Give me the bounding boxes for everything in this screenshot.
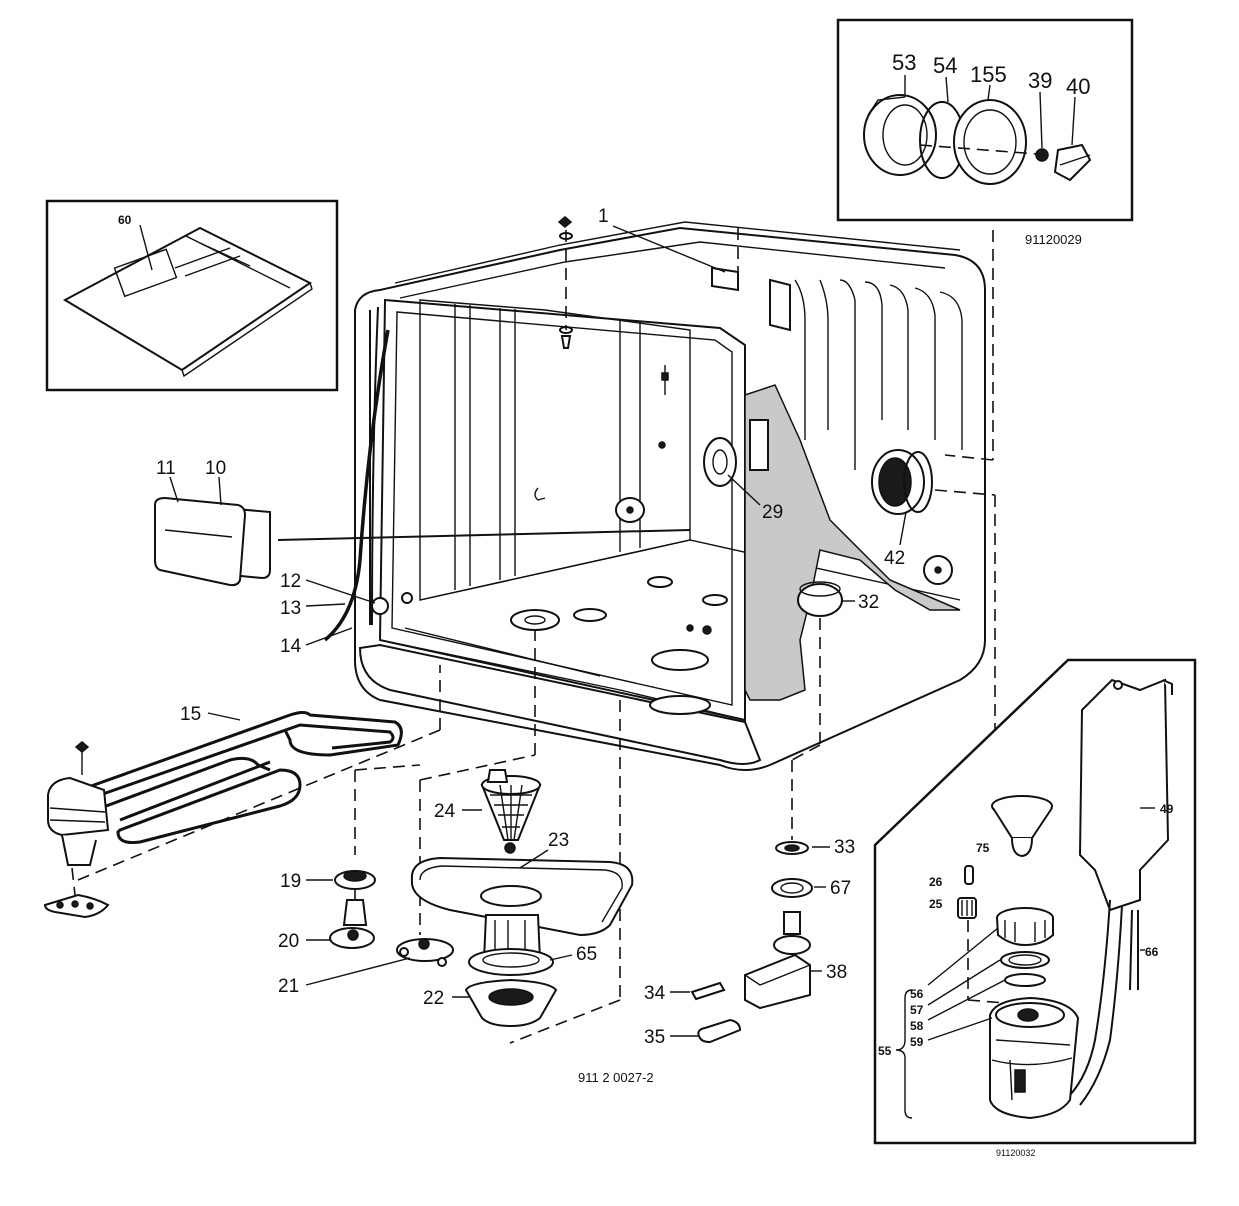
- label-39: 39: [1028, 68, 1052, 93]
- label-54: 54: [933, 53, 957, 78]
- label-35: 35: [644, 1027, 665, 1048]
- door-seal-inset: 53 54 155 39 40 91120029: [836, 18, 1134, 247]
- pin-34: [690, 981, 726, 1001]
- bracket-40: [1053, 143, 1092, 182]
- leader-40: [1071, 96, 1076, 146]
- label-10: 10: [205, 458, 226, 479]
- label-75: 75: [976, 841, 990, 855]
- label-33: 33: [834, 837, 855, 858]
- label-21: 21: [278, 976, 299, 997]
- dishwasher-tub: [354, 216, 986, 771]
- label-56: 56: [910, 987, 924, 1001]
- label-57: 57: [910, 1003, 924, 1017]
- washer-33: [775, 841, 809, 855]
- leader-54: [945, 76, 949, 103]
- door-panel-10-11: 11 10: [154, 458, 691, 587]
- label-13: 13: [280, 598, 301, 619]
- label-14: 14: [280, 636, 302, 657]
- leader-56: [927, 927, 999, 986]
- filter-plate-23: [410, 856, 634, 937]
- label-42: 42: [884, 548, 905, 569]
- label-25: 25: [929, 897, 943, 911]
- dash-heater-tub: [77, 729, 441, 881]
- leader-58: [927, 979, 1006, 1021]
- sump-housing-22-65: [464, 914, 558, 1028]
- dispenser-cover-49: [1078, 678, 1173, 912]
- leader-155: [987, 84, 991, 101]
- label-29: 29: [762, 502, 783, 523]
- leader-1: [612, 225, 726, 273]
- label-66: 66: [1145, 945, 1159, 959]
- dispenser-inset-code: 91120032: [996, 1148, 1035, 1158]
- cap-56: [996, 907, 1054, 947]
- label-1: 1: [598, 206, 609, 227]
- label-53: 53: [892, 50, 916, 75]
- leader-39: [1039, 91, 1043, 149]
- leader-42: [899, 511, 907, 546]
- leader-door-panel: [277, 529, 691, 541]
- filter-basket-24: [480, 769, 542, 854]
- label-49: 49: [1160, 802, 1174, 816]
- label-38: 38: [826, 962, 847, 983]
- label-26: 26: [929, 875, 943, 889]
- label-55: 55: [878, 1044, 892, 1058]
- valve-38: [744, 911, 811, 1010]
- dispenser-body-59: [989, 996, 1080, 1120]
- label-19: 19: [280, 871, 301, 892]
- label-60: 60: [118, 213, 132, 227]
- leader-60: [139, 224, 153, 271]
- hoses-66: [1069, 899, 1139, 1106]
- gasket-57: [1000, 951, 1050, 969]
- funnel-75: [991, 795, 1053, 858]
- sensor-21: [396, 938, 454, 967]
- sump-opening: [510, 609, 560, 631]
- main-diagram-code: 911 2 0027-2: [578, 1070, 654, 1085]
- nut-25: [957, 897, 977, 919]
- screw-top: [557, 216, 573, 228]
- label-40: 40: [1066, 74, 1090, 99]
- label-23: 23: [548, 830, 569, 851]
- dispenser-inset: 49 75 26 25 66 56 57 58 59 55 91120032: [873, 658, 1197, 1158]
- panel-11: [154, 496, 247, 587]
- leader-57: [927, 959, 1001, 1006]
- tube-26: [964, 865, 974, 885]
- grommet-19: [334, 870, 376, 890]
- label-12: 12: [280, 571, 301, 592]
- seal-axis-line: [919, 144, 1051, 156]
- manual-booklet: [62, 226, 313, 378]
- door-gasket-strip: 12 13 14: [280, 329, 390, 657]
- label-11: 11: [156, 458, 176, 479]
- thermostat-20: [329, 890, 375, 949]
- leader-29: [727, 474, 761, 506]
- door-seal-inset-code: 91120029: [1025, 232, 1082, 247]
- label-59: 59: [910, 1035, 924, 1049]
- label-15: 15: [180, 704, 201, 725]
- leader-65: [549, 954, 573, 961]
- insulation-cutaway: [744, 384, 961, 701]
- seal-67: [771, 878, 813, 898]
- seal-ring-53: [863, 94, 937, 176]
- label-34: 34: [644, 983, 666, 1004]
- label-22: 22: [423, 988, 444, 1009]
- pin-35: [697, 1018, 742, 1044]
- label-58: 58: [910, 1019, 924, 1033]
- leader-15: [207, 712, 241, 721]
- label-67: 67: [830, 878, 851, 899]
- valve-seat-29: [703, 437, 737, 487]
- manual-inset: 60: [45, 199, 339, 392]
- label-32: 32: [858, 592, 879, 613]
- leader-21: [305, 957, 411, 986]
- label-20: 20: [278, 931, 299, 952]
- round-cover-32: [797, 581, 843, 617]
- side-seal-opening: [871, 449, 933, 515]
- label-65: 65: [576, 944, 597, 965]
- heating-element-15: [43, 711, 403, 919]
- leader-23: [519, 849, 549, 869]
- label-155: 155: [970, 62, 1007, 87]
- seal-ring-155: [953, 99, 1027, 185]
- leader-59: [927, 1017, 993, 1041]
- label-24: 24: [434, 801, 456, 822]
- bracket-55: [895, 989, 913, 1119]
